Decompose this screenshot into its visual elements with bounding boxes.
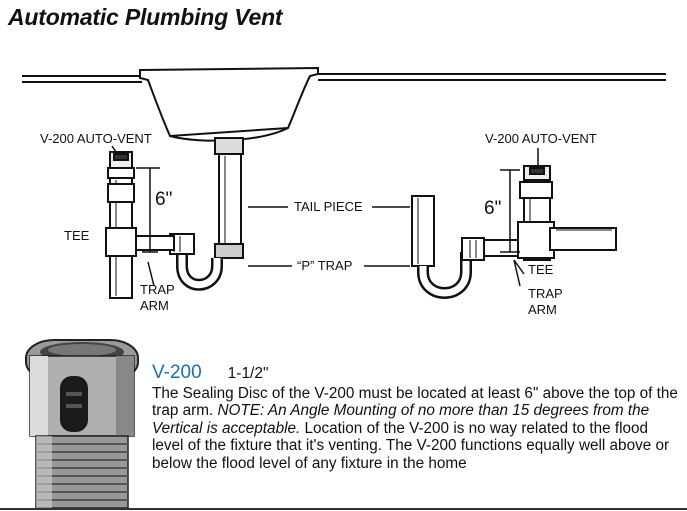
product-description: V-200 1-1/2" The Sealing Disc of the V-20…	[152, 362, 682, 473]
height-marker-left	[136, 167, 160, 253]
vent-assembly-right	[483, 165, 617, 261]
bottom-divider	[0, 508, 687, 510]
product-name: V-200	[152, 362, 202, 383]
p-trap-left	[169, 233, 223, 291]
leader-lines	[111, 145, 539, 287]
countertop	[22, 73, 666, 83]
left-vent-label: V-200 AUTO-VENT	[40, 131, 152, 146]
left-tee-label: TEE	[64, 228, 90, 243]
product-size: 1-1/2"	[227, 365, 269, 382]
left-trap-arm-label-2: ARM	[140, 298, 169, 313]
tail-piece-left	[214, 137, 244, 259]
right-trap-arm-label-1: TRAP	[528, 286, 563, 301]
description-part-1: The Sealing Disc of the V-200 must be lo…	[152, 384, 678, 420]
left-height-label: 6"	[155, 189, 172, 210]
tail-piece-right	[411, 195, 435, 267]
left-trap-arm-label-1: TRAP	[140, 282, 175, 297]
tail-piece-label: TAIL PIECE	[294, 199, 363, 214]
right-trap-arm-label-2: ARM	[528, 302, 557, 317]
v200-vent-photo	[25, 339, 139, 509]
sink-bowl	[139, 66, 319, 142]
product-description-text: The Sealing Disc of the V-200 must be lo…	[152, 385, 682, 473]
description-note: NOTE: An Angle Mounting of no more than …	[152, 402, 650, 437]
page-title: Automatic Plumbing Vent	[8, 4, 283, 30]
right-tee-label: TEE	[528, 262, 554, 277]
right-vent-label: V-200 AUTO-VENT	[485, 131, 597, 146]
right-height-label: 6"	[484, 198, 501, 219]
product-heading: V-200 1-1/2"	[152, 362, 682, 383]
height-marker-right	[500, 169, 520, 253]
p-trap-right	[417, 237, 485, 299]
description-part-2: Location of the V-200 is no way related …	[152, 419, 670, 472]
p-trap-label: “P” TRAP	[297, 258, 352, 273]
vent-assembly-left	[105, 151, 175, 299]
